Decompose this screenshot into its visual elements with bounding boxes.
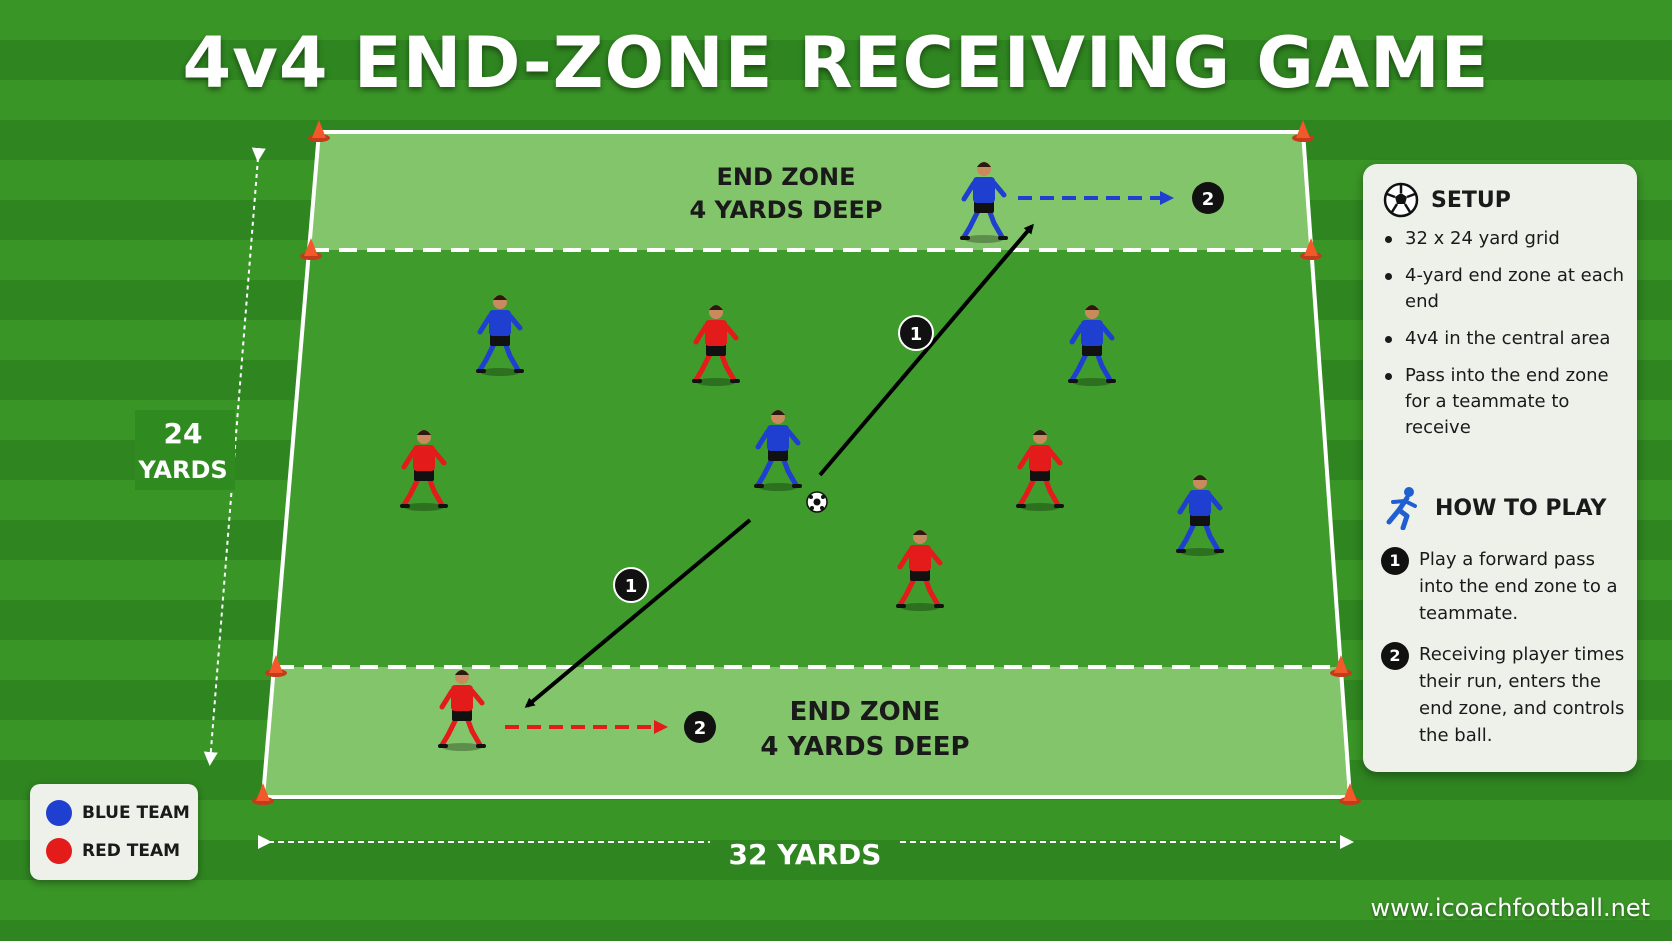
red-team-label: RED TEAM [82,841,181,861]
legend-blue: BLUE TEAM [46,800,190,826]
pass-marker-label: 1 [625,576,638,597]
top-zone-label: END ZONE [716,163,855,191]
top-zone-depth: 4 YARDS DEEP [689,196,882,224]
blue-player [754,410,802,491]
list-item: 4-yard end zone at each end [1383,263,1627,315]
howto-steps: 1 Play a forward pass into the end zone … [1381,546,1631,763]
players [400,162,1224,751]
red-team-swatch [46,838,72,864]
run-marker-label: 2 [694,718,707,739]
blue-player [1176,475,1224,556]
page-title: 4v4 END-ZONE RECEIVING GAME [182,22,1490,104]
list-item: 2 Receiving player times their run, ente… [1381,641,1631,749]
height-dimension-arrow [203,147,266,766]
pass-marker-label: 1 [910,324,923,345]
step-text: Receiving player times their run, enters… [1419,644,1625,746]
width-label: 32 YARDS [729,838,882,871]
step-text: Play a forward pass into the end zone to… [1419,549,1618,624]
howto-title: HOW TO PLAY [1435,495,1607,521]
list-item: Pass into the end zone for a teammate to… [1383,363,1627,441]
setup-header: SETUP [1383,182,1511,218]
cone-icon [1339,783,1361,805]
team-legend: BLUE TEAM RED TEAM [30,784,198,880]
run-marker-label: 2 [1202,189,1215,210]
blue-player [1068,305,1116,386]
cone-icon [300,238,322,260]
red-player [1016,430,1064,511]
top-end-zone [311,132,1311,250]
running-player-icon [1386,487,1417,530]
cones [252,120,1361,805]
red-player [400,430,448,511]
cone-icon [308,120,330,142]
list-item: 1 Play a forward pass into the end zone … [1381,546,1631,627]
blue-team-swatch [46,800,72,826]
step-number: 2 [1381,642,1409,670]
list-item: 32 x 24 yard grid [1383,226,1627,252]
setup-title: SETUP [1431,187,1511,213]
cone-icon [1292,120,1314,142]
red-player [896,530,944,611]
blue-team-label: BLUE TEAM [82,803,190,823]
blue-player [476,295,524,376]
pass-marker-bottom: 1 [613,567,649,603]
website-url: www.icoachfootball.net [1370,894,1651,922]
bottom-zone-label: END ZONE [790,697,941,727]
cone-icon [1330,655,1352,677]
run-marker-top: 2 [1192,182,1224,214]
height-label-backdrop [135,410,235,490]
cone-icon [252,783,274,805]
setup-list: 32 x 24 yard grid 4-yard end zone at eac… [1383,226,1627,452]
cone-icon [1300,238,1322,260]
pitch-area [263,132,1350,797]
howto-header: HOW TO PLAY [1383,486,1606,530]
forward-pass-arrow-blue [818,223,1034,477]
red-player [692,305,740,386]
blue-player [960,162,1008,243]
red-player [438,670,486,751]
height-unit: YARDS [137,456,227,484]
setup-panel: SETUP 32 x 24 yard grid 4-yard end zone … [1363,164,1637,772]
list-item: 4v4 in the central area [1383,326,1627,352]
height-value: 24 [164,417,203,450]
bottom-zone-depth: 4 YARDS DEEP [760,732,969,762]
cone-icon [265,655,287,677]
pass-marker-top: 1 [898,315,934,351]
soccer-ball-icon [1383,182,1419,218]
run-marker-bottom: 2 [684,711,716,743]
forward-pass-arrow-red [524,518,752,708]
step-number: 1 [1381,547,1409,575]
soccer-ball-icon [806,491,828,513]
legend-red: RED TEAM [46,838,180,864]
